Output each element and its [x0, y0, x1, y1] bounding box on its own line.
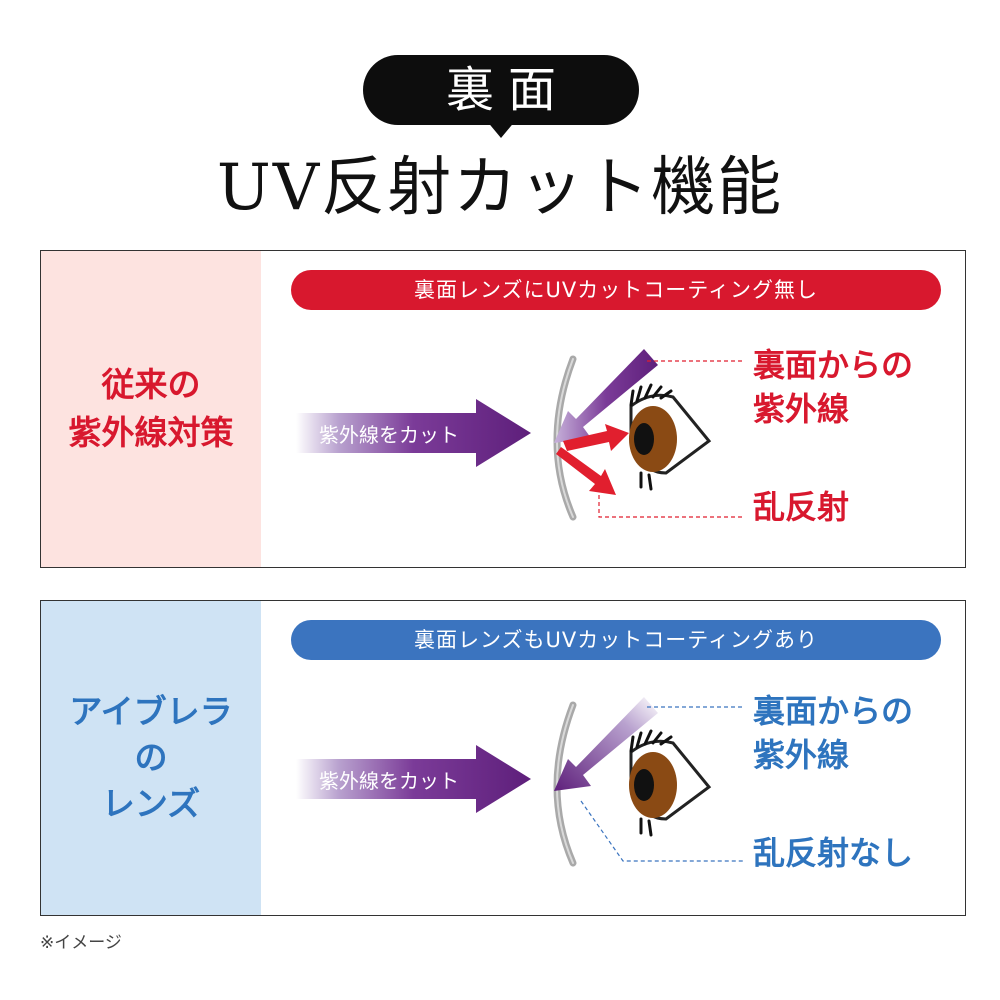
uv-cut-arrow — [296, 745, 531, 813]
conventional-side-label: 従来の 紫外線対策 — [41, 251, 261, 567]
eyebrella-diagram — [296, 697, 743, 867]
conventional-back-uv-label: 裏面からの 紫外線 — [753, 343, 913, 431]
eyebrella-side-line1: アイブレラ — [69, 692, 233, 731]
back-uv-arrow — [554, 697, 658, 791]
uv-cut-arrow — [296, 399, 531, 467]
eyebrella-side-line2: の — [134, 738, 168, 777]
eyebrella-panel: アイブレラ の レンズ 裏面レンズもUVカットコーティングあり — [40, 600, 966, 916]
eyebrella-banner: 裏面レンズもUVカットコーティングあり — [291, 620, 941, 660]
eyebrella-reflection-label: 乱反射なし — [753, 834, 914, 872]
eye-icon — [629, 383, 712, 491]
eyebrella-back-uv-label: 裏面からの 紫外線 — [753, 689, 913, 777]
eyebrella-arrow-label: 紫外線をカット — [319, 769, 459, 793]
conventional-banner: 裏面レンズにUVカットコーティング無し — [291, 270, 941, 310]
reflection-arrow-down — [556, 447, 616, 495]
page-title: UV反射カット機能 — [216, 151, 784, 225]
leader-reflection — [598, 481, 743, 518]
eyebrella-back-uv-line1: 裏面からの — [753, 692, 914, 730]
eyebrella-back-uv-line2: 紫外線 — [753, 736, 850, 774]
back-uv-arrow — [554, 349, 658, 443]
conventional-side-line1: 従来の — [101, 365, 201, 404]
conventional-reflection-label: 乱反射 — [753, 488, 850, 526]
conventional-arrow-label: 紫外線をカット — [319, 423, 459, 447]
conventional-back-uv-line1: 裏面からの — [753, 346, 914, 384]
footnote: ※イメージ — [40, 933, 122, 953]
eyebrella-side-label: アイブレラ の レンズ — [41, 601, 261, 915]
reflection-arrow-up — [563, 424, 629, 451]
eye-icon — [629, 729, 712, 837]
eyebrella-side-line3: レンズ — [101, 784, 201, 823]
header-bubble-tail — [486, 120, 516, 138]
conventional-panel: 従来の 紫外線対策 裏面レンズにUVカットコーティング無し — [40, 250, 966, 568]
header-bubble: 裏面 — [363, 55, 639, 125]
conventional-back-uv-line2: 紫外線 — [753, 390, 850, 428]
header-bubble-text: 裏面 — [445, 62, 570, 118]
conventional-side-line2: 紫外線対策 — [68, 413, 234, 452]
conventional-diagram — [296, 349, 743, 521]
leader-reflection — [580, 800, 743, 862]
